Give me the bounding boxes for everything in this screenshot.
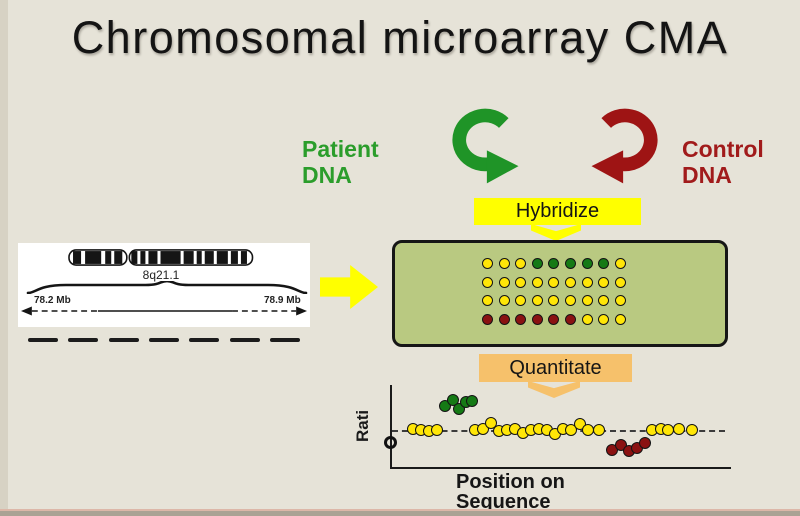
data-point-normal xyxy=(430,424,443,436)
array-spot xyxy=(548,276,560,288)
ideogram-band xyxy=(85,251,102,264)
ratio-plot: Rati Position on Sequence xyxy=(352,383,734,516)
ideogram-band xyxy=(131,251,138,264)
array-spot xyxy=(548,258,560,269)
ideogram-band xyxy=(73,251,82,264)
array-spot xyxy=(482,258,493,269)
array-spot xyxy=(498,295,510,307)
ideogram-band xyxy=(230,251,238,264)
array-spot xyxy=(548,314,560,326)
range-start-label: 78.2 Mb xyxy=(34,295,71,306)
control-dna-label-line2: DNA xyxy=(682,161,732,188)
array-spot xyxy=(515,295,527,307)
bottom-divider xyxy=(0,509,800,511)
microarray-chip xyxy=(392,240,728,347)
array-spot xyxy=(515,314,527,326)
left-edge-strip xyxy=(0,0,8,516)
array-spot xyxy=(482,295,493,307)
data-point-normal xyxy=(673,423,685,435)
ideogram-band xyxy=(216,251,228,264)
ideogram-band xyxy=(160,251,181,264)
transfer-right-arrow-icon xyxy=(320,265,378,309)
patient-dna-label: Patient DNA xyxy=(302,136,379,189)
dna-fragments xyxy=(28,337,300,342)
hybridize-down-arrow-icon xyxy=(531,224,581,241)
array-spot xyxy=(614,314,626,326)
array-spot xyxy=(498,314,510,326)
dna-fragment-dash xyxy=(108,337,139,342)
dna-fragment-dash xyxy=(189,337,220,342)
quantitate-step-label: Quantitate xyxy=(479,354,632,382)
data-point-normal xyxy=(593,424,606,436)
y-axis xyxy=(390,385,392,469)
x-axis-label: Position on Sequence xyxy=(456,472,565,512)
y-axis-label: Rati xyxy=(353,409,372,443)
origin-open-circle xyxy=(383,435,397,449)
bottom-edge-strip xyxy=(0,511,800,516)
array-spot xyxy=(614,295,626,307)
dna-fragment-dash xyxy=(28,337,58,342)
data-point-normal xyxy=(564,424,577,436)
array-spot xyxy=(482,314,493,326)
chromosome-ideogram xyxy=(68,249,254,266)
control-dna-rotation-arrow-icon xyxy=(591,108,658,184)
data-point-gain xyxy=(465,395,478,407)
x-axis-label-line1: Position on xyxy=(456,471,565,493)
array-spot xyxy=(565,314,576,326)
array-spot xyxy=(614,258,626,269)
array-spot xyxy=(548,295,560,307)
chromosome-panel: 8q21.1 78.2 Mb 78.9 Mb xyxy=(18,243,310,327)
ideogram-band xyxy=(204,251,214,264)
range-end-label: 78.9 Mb xyxy=(264,295,301,306)
array-spot xyxy=(498,276,510,288)
array-spot xyxy=(565,295,576,307)
array-spot xyxy=(531,258,543,269)
array-spot xyxy=(515,258,527,269)
data-point-normal xyxy=(581,424,594,436)
region-brace xyxy=(26,281,308,294)
ideogram-band xyxy=(240,251,247,264)
ideogram-band xyxy=(140,251,146,264)
array-spot xyxy=(498,258,510,269)
array-spot xyxy=(565,258,576,269)
array-spot xyxy=(531,276,543,288)
hybridize-step-label: Hybridize xyxy=(474,198,641,225)
ideogram-band xyxy=(114,251,123,264)
dna-fragment-dash xyxy=(229,337,260,342)
cytoband-label: 8q21.1 xyxy=(142,268,180,282)
control-dna-label: Control DNA xyxy=(682,136,764,189)
array-spot xyxy=(614,276,626,288)
array-spot xyxy=(531,295,543,307)
ideogram-band xyxy=(148,251,158,264)
array-spot xyxy=(482,276,493,288)
patient-dna-label-line1: Patient xyxy=(302,136,379,162)
array-spot xyxy=(531,314,543,326)
page-title: Chromosomal microarray CMA xyxy=(71,12,729,63)
array-spot xyxy=(581,295,593,307)
control-dna-label-line1: Control xyxy=(682,136,764,162)
range-double-arrow-icon xyxy=(21,306,307,316)
array-spot xyxy=(581,276,593,288)
ideogram-band xyxy=(105,251,112,264)
array-spot xyxy=(565,276,576,288)
array-spot xyxy=(598,295,610,307)
array-spot xyxy=(598,258,610,269)
array-spot xyxy=(581,314,593,326)
ideogram-band xyxy=(183,251,194,264)
array-spot xyxy=(598,276,610,288)
data-point-loss xyxy=(639,437,651,449)
array-spot xyxy=(581,258,593,269)
dna-fragment-dash xyxy=(148,337,179,342)
x-axis xyxy=(390,467,731,469)
ideogram-band xyxy=(196,251,202,264)
dna-fragment-dash xyxy=(68,337,99,342)
x-axis-label-line2: Sequence xyxy=(456,491,551,513)
array-spot xyxy=(598,314,610,326)
patient-dna-rotation-arrow-icon xyxy=(452,108,519,184)
array-spot xyxy=(515,276,527,288)
patient-dna-label-line2: DNA xyxy=(302,161,352,188)
dna-fragment-dash xyxy=(269,337,300,342)
data-point-normal xyxy=(685,424,698,436)
